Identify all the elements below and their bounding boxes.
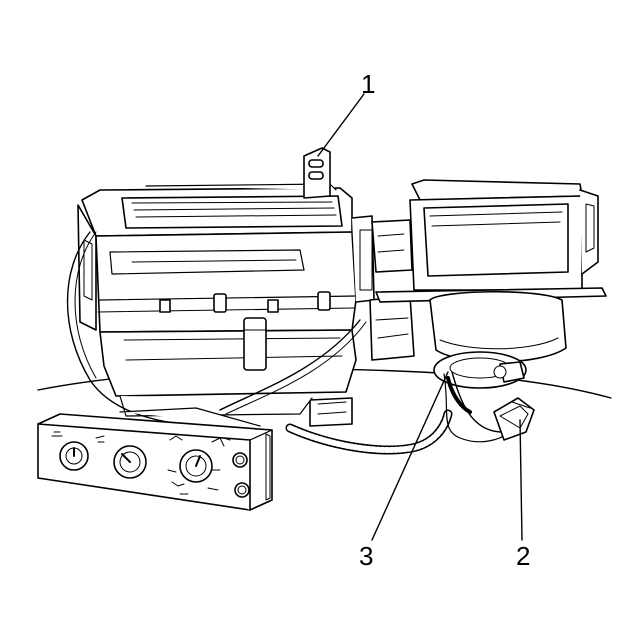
leader-line-3 (372, 372, 448, 540)
callout-leaders (318, 94, 522, 540)
wiring-harness (68, 232, 511, 450)
callout-label-3: 3 (359, 541, 374, 571)
control-panel (38, 408, 272, 510)
electrical-connector (494, 398, 534, 440)
leader-line-1 (318, 94, 364, 156)
callout-label-2: 2 (516, 541, 531, 571)
leader-line-2 (520, 420, 522, 540)
callout-label-1: 1 (361, 69, 376, 99)
mounting-bracket (304, 148, 330, 198)
heater-case (78, 184, 374, 426)
connector-duct (370, 220, 414, 360)
blower-housing (376, 180, 606, 388)
